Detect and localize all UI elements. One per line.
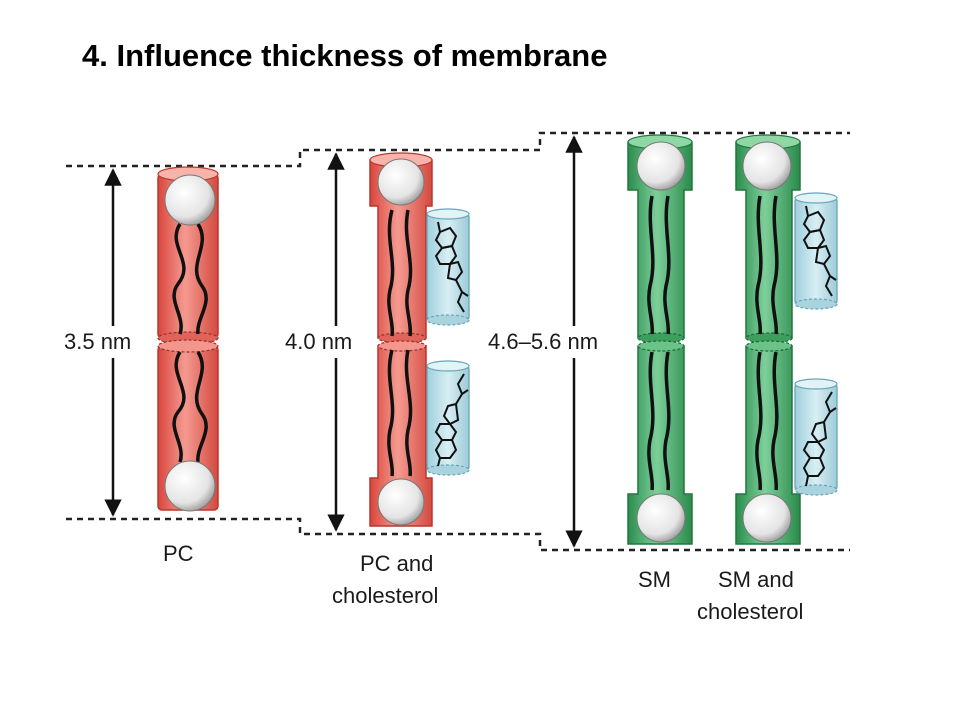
membrane-boundary-lines <box>66 131 850 552</box>
sm-chol-top-headgroup <box>742 141 792 191</box>
pc-chol-caption-line2: cholesterol <box>332 583 438 608</box>
pc-chol-top-headgroup <box>377 158 425 206</box>
top-boundary-line <box>66 131 850 168</box>
pc-thickness-label: 3.5 nm <box>64 329 131 354</box>
pc-bottom-headgroup <box>164 460 216 512</box>
pc-chol-caption-line1: PC and <box>360 551 433 576</box>
sm-caption: SM <box>638 567 671 592</box>
pc-bottom-lipid <box>157 339 219 512</box>
sm-chol-bottom-cholesterol <box>794 378 838 496</box>
sm-chol-caption-line1: SM and <box>718 567 794 592</box>
sm-bottom-headgroup <box>636 493 686 543</box>
pc-chol-bottom-cholesterol <box>426 360 470 476</box>
pc-chol-bilayer <box>369 152 470 527</box>
sm-top-lipid <box>627 134 693 344</box>
sm-chol-bottom-headgroup <box>742 493 792 543</box>
sm-chol-top-lipid <box>735 134 801 344</box>
pc-top-headgroup <box>164 174 216 226</box>
measurement-arrows <box>104 135 583 548</box>
slide-title: 4. Influence thickness of membrane <box>82 38 608 73</box>
sm-chol-caption-line2: cholesterol <box>697 599 803 624</box>
pc-bilayer <box>157 166 219 512</box>
sm-bilayer <box>627 134 693 545</box>
sm-thickness-label: 4.6–5.6 nm <box>488 329 598 354</box>
pc-chol-top-lipid <box>369 152 433 344</box>
sm-chol-bilayer <box>735 134 838 545</box>
sm-top-headgroup <box>636 141 686 191</box>
pc-top-lipid <box>157 166 219 345</box>
pc-chol-bottom-headgroup <box>377 478 425 526</box>
pc-caption: PC <box>163 541 194 566</box>
pc-chol-bottom-lipid <box>369 340 433 527</box>
sm-bottom-lipid <box>627 340 693 545</box>
bottom-boundary-line <box>66 517 850 552</box>
pc-chol-top-cholesterol <box>426 208 470 326</box>
pc-chol-thickness-label: 4.0 nm <box>285 329 352 354</box>
sm-chol-bottom-lipid <box>735 340 801 545</box>
sm-chol-top-cholesterol <box>794 192 838 310</box>
